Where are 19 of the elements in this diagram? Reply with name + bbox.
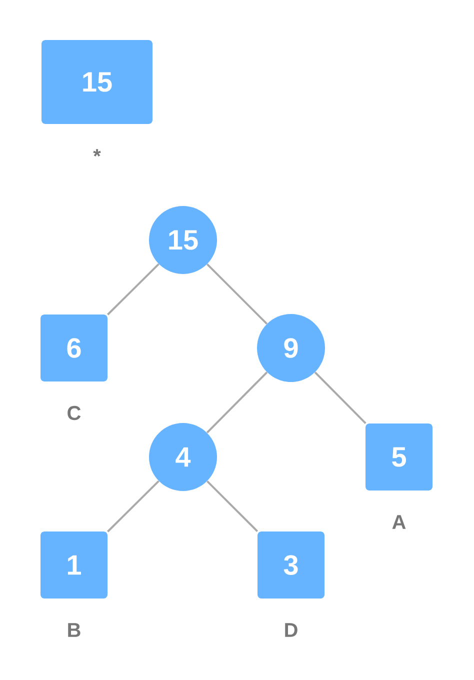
circle-node: 9 [257,314,325,382]
node-label: B [68,623,80,637]
connector-line [107,480,160,532]
connector-line [206,263,268,325]
node-label: * [93,149,101,157]
connector-line [206,372,268,434]
leaf-box: 3 [258,532,324,598]
connector-line [107,263,160,316]
leaf-box: 5 [366,424,432,490]
leaf-box: 15 [42,40,152,124]
leaf-box: 1 [40,532,108,598]
circle-node: 4 [149,423,217,491]
node-label: C [68,406,81,420]
circle-node: 15 [149,206,217,274]
leaf-box: 6 [40,314,108,382]
connector-line [206,480,258,532]
node-label: D [285,623,298,637]
node-label: A [392,515,406,529]
connector-line [314,372,366,424]
